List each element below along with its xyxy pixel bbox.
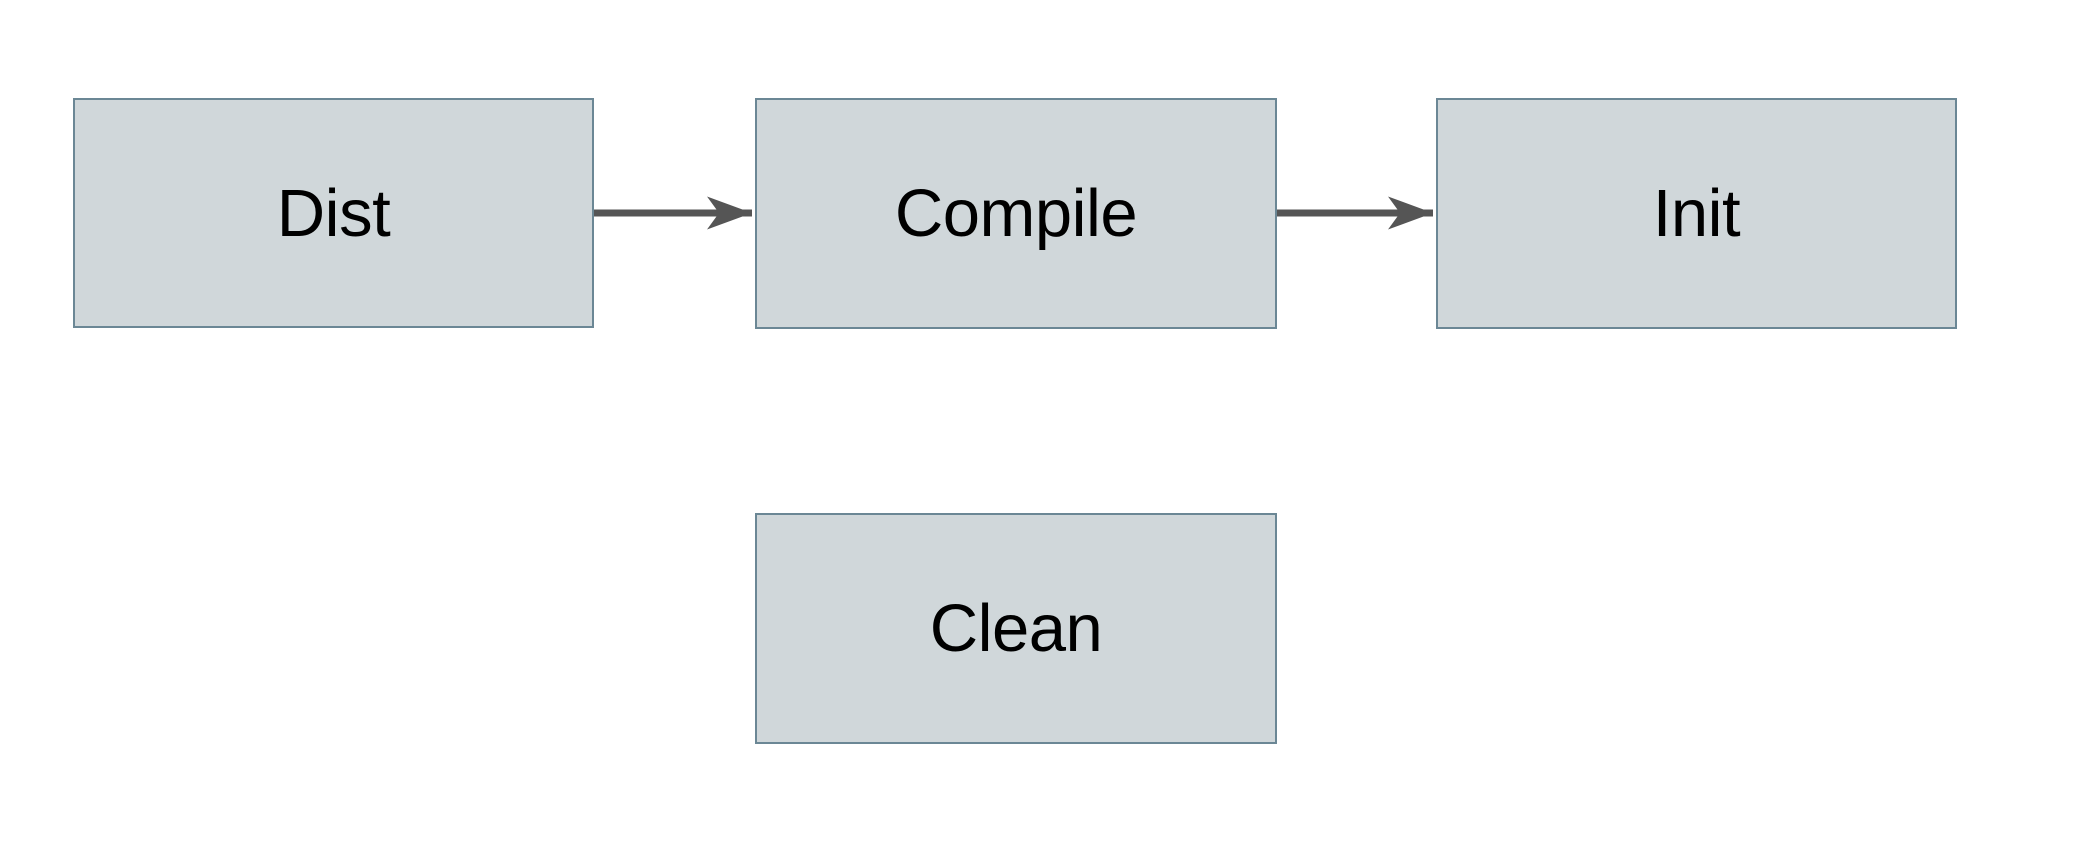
- node-dist-label: Dist: [276, 175, 391, 251]
- node-clean[interactable]: Clean: [755, 513, 1277, 744]
- node-compile-label: Compile: [894, 176, 1138, 251]
- node-init[interactable]: Init: [1436, 98, 1957, 329]
- node-clean-label: Clean: [929, 591, 1103, 666]
- node-compile[interactable]: Compile: [755, 98, 1277, 329]
- node-dist[interactable]: Dist: [73, 98, 594, 328]
- node-init-label: Init: [1652, 176, 1741, 251]
